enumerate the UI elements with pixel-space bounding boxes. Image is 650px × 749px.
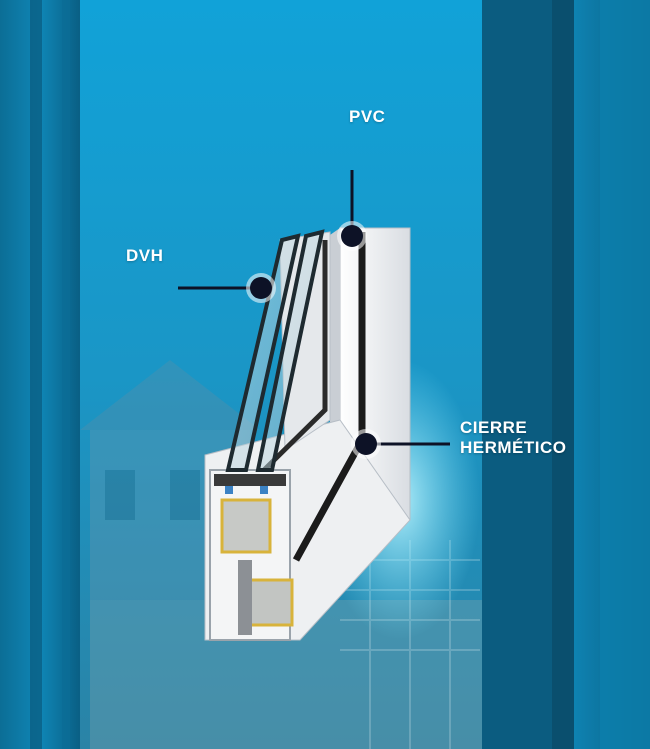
cierre-hermetico-label: CIERRE HERMÉTICO	[460, 418, 567, 458]
cierre-marker-icon	[351, 429, 381, 459]
dvh-marker-icon	[246, 273, 276, 303]
double-glazing	[225, 229, 325, 472]
cierre-label-line2: HERMÉTICO	[460, 438, 567, 457]
house-silhouette	[80, 360, 510, 749]
pvc-marker-icon	[337, 221, 367, 251]
pvc-profile	[204, 227, 411, 641]
dvh-label: DVH	[126, 246, 164, 265]
cierre-label-line1: CIERRE	[460, 418, 528, 437]
pvc-label: PVC	[349, 107, 386, 126]
